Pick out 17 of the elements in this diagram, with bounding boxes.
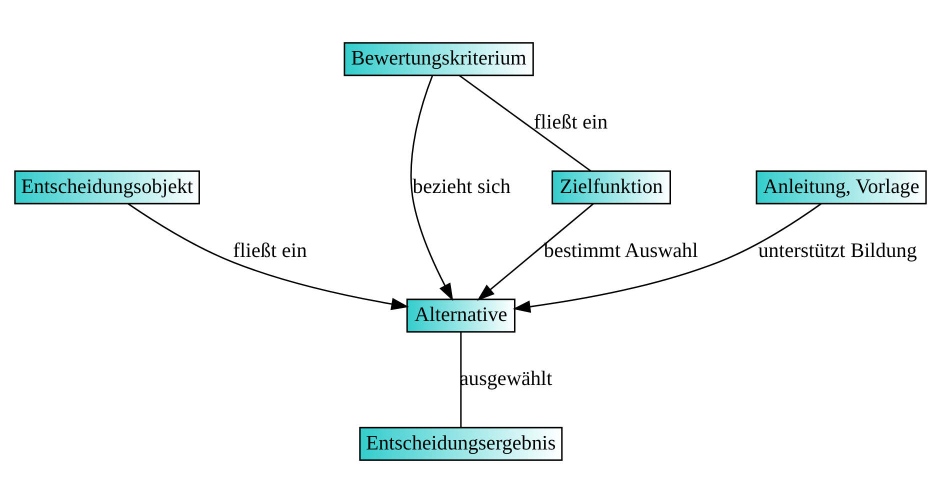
node-box: Bewertungskriterium: [344, 42, 534, 76]
node-box: Alternative: [406, 298, 516, 332]
arrow: [512, 202, 822, 312]
node-box: Entscheidungsobjekt: [14, 170, 200, 204]
edge-label: unterstützt Bildung: [758, 239, 917, 262]
arrow: [128, 202, 409, 310]
edge-label: bezieht sich: [412, 175, 511, 198]
node-box: Zielfunktion: [552, 170, 671, 204]
edge-label: fließt ein: [233, 239, 307, 262]
edge-label: fließt ein: [534, 111, 608, 134]
arrow: [410, 74, 454, 301]
arrow: [477, 202, 594, 300]
edge-label: bestimmt Auswahl: [544, 239, 698, 262]
connector: [458, 74, 592, 172]
node-box: Anleitung, Vorlage: [756, 170, 927, 204]
node-box: Entscheidungsergebnis: [359, 426, 563, 460]
connector: [460, 331, 462, 428]
